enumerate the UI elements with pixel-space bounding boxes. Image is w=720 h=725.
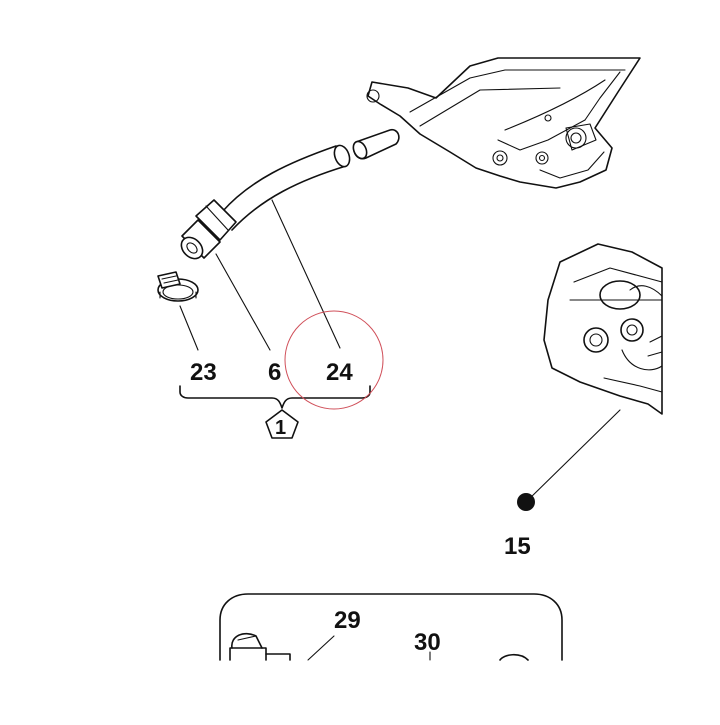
callout-6: 6 [268, 359, 281, 386]
callout-15: 15 [504, 533, 531, 560]
leader-lines [179, 199, 621, 661]
callout-30: 30 [414, 629, 441, 656]
group-bracket [179, 385, 371, 409]
assembly-pentagon-icon [265, 409, 299, 439]
leader-15 [525, 409, 621, 503]
callout-24: 24 [326, 359, 353, 386]
callout-29: 29 [334, 607, 361, 634]
frame-bracket [366, 57, 641, 189]
highlight-circle [284, 310, 384, 410]
fitting [180, 199, 237, 260]
callout-1: 1 [275, 417, 286, 439]
hose-clamp [157, 271, 199, 302]
leader-6 [215, 253, 271, 351]
leader-23 [179, 305, 199, 351]
callout-23: 23 [190, 359, 217, 386]
leader-29 [307, 635, 335, 661]
connector-tube [352, 128, 400, 160]
leader-24 [271, 199, 341, 349]
bullet-dot [517, 493, 535, 511]
lower-box [219, 593, 563, 661]
housing [543, 243, 663, 415]
hose [221, 144, 351, 231]
